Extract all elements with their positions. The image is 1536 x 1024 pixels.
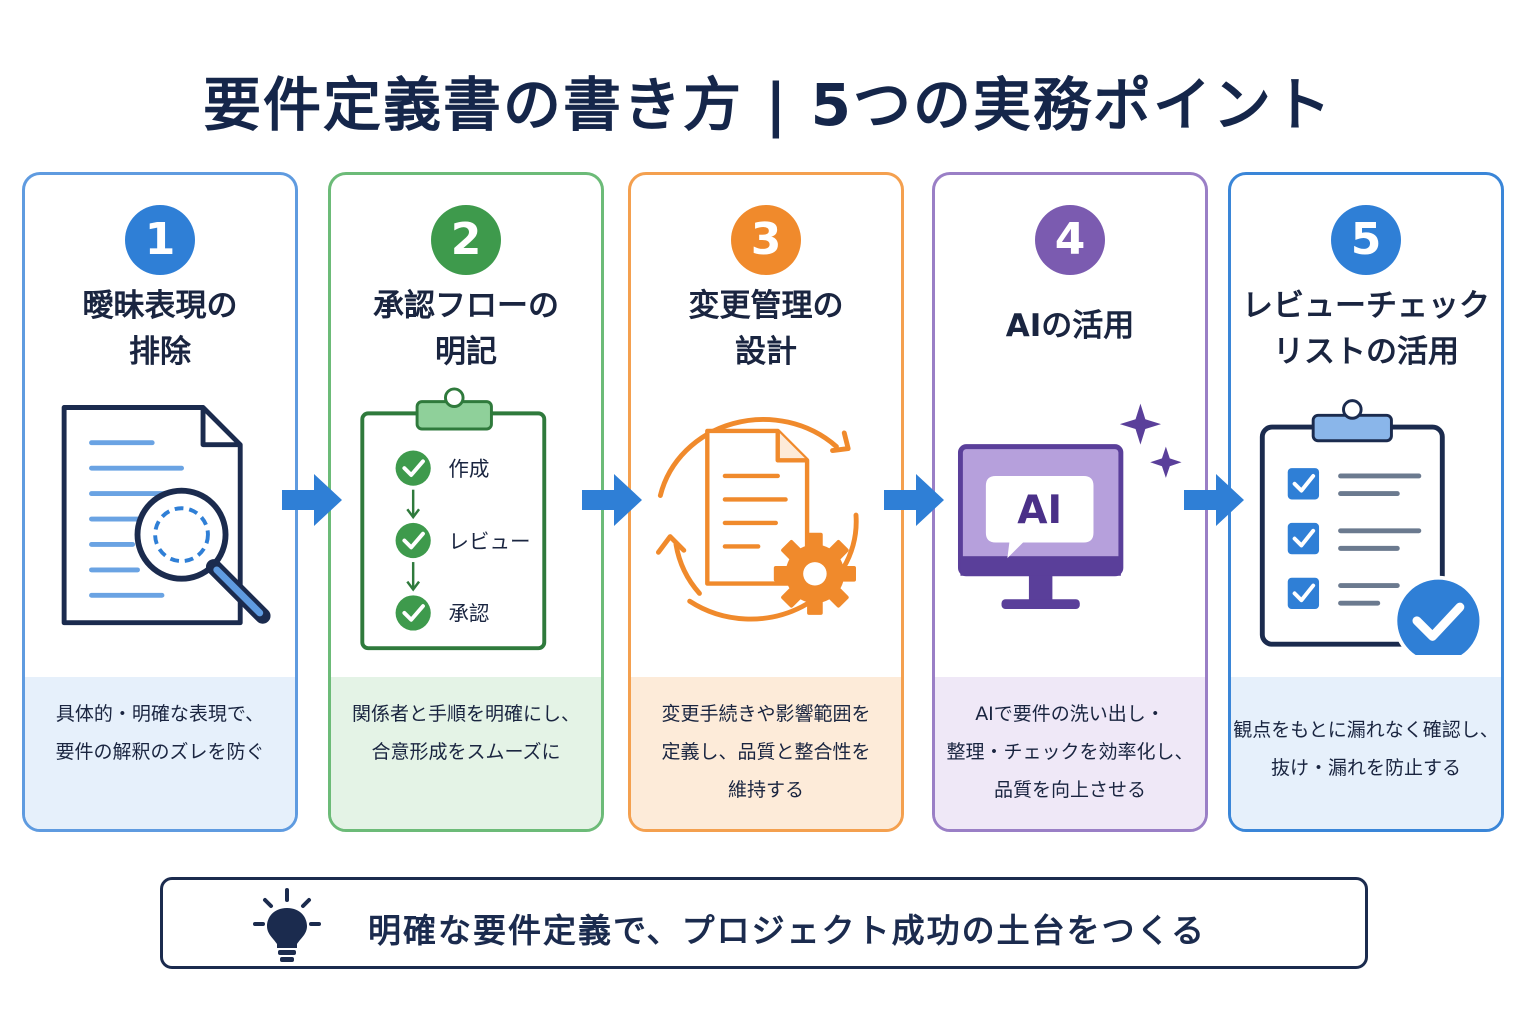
step-number-5: 5 (1331, 205, 1401, 275)
page-title: 要件定義書の書き方 | 5つの実務ポイント (203, 71, 1333, 139)
card-desc-3: 変更手続きや影響範囲を定義し、品質と整合性を維持する (631, 677, 901, 829)
card-title-5: レビューチェックリストの活用 (1242, 288, 1490, 370)
flow-arrow-2 (582, 474, 642, 526)
flow-arrow-1 (282, 474, 342, 526)
card-2: 2 承認フローの明記 作成 レビュー 承認 関係者と手順を明確にし、合意形成をス… (328, 172, 604, 832)
clipboard-flow-icon: 作成 レビュー 承認 (360, 387, 547, 651)
step-number-1: 1 (125, 205, 195, 275)
footer-message: 明確な要件定義で、プロジェクト成功の土台をつくる (368, 911, 1207, 950)
card-desc-5: 観点をもとに漏れなく確認し、抜け・漏れを防止する (1231, 677, 1501, 829)
document-magnifier-icon (61, 405, 271, 626)
step-number-2: 2 (431, 205, 501, 275)
card-title-2: 承認フローの明記 (373, 288, 559, 370)
card-title-1: 曖昧表現の排除 (82, 288, 238, 370)
flow-arrow-3 (884, 474, 944, 526)
lightbulb-icon (253, 888, 321, 962)
change-cycle-icon (655, 417, 859, 622)
card-desc-2: 関係者と手順を明確にし、合意形成をスムーズに (331, 677, 601, 829)
card-3: 3 変更管理の設計 (628, 172, 904, 832)
card-4: 4 AIの活用 AI AIで要件の洗い出し・整理・チェックを効率化し、品質を向上… (932, 172, 1208, 832)
card-1: 1 曖昧表現の排除 具体的・明確な表現で、要件の解釈のズレを防ぐ (22, 172, 298, 832)
card-desc-4: AIで要件の洗い出し・整理・チェックを効率化し、品質を向上させる (935, 677, 1205, 829)
card-title-3: 変更管理の設計 (688, 288, 844, 370)
card-desc-1: 具体的・明確な表現で、要件の解釈のズレを防ぐ (25, 677, 295, 829)
checklist-icon (1259, 399, 1484, 655)
card-title-4: AIの活用 (1005, 308, 1135, 344)
footer-banner: 明確な要件定義で、プロジェクト成功の土台をつくる (160, 877, 1368, 969)
flow-step-3: 承認 (448, 602, 489, 626)
flow-step-2: レビュー (448, 529, 530, 553)
ai-monitor-icon: AI (957, 403, 1182, 610)
ai-label: AI (1017, 488, 1062, 533)
step-number-3: 3 (731, 205, 801, 275)
flow-step-1: 作成 (448, 457, 489, 481)
step-number-4: 4 (1035, 205, 1105, 275)
flow-arrow-4 (1184, 474, 1244, 526)
card-5: 5 レビューチェックリストの活用 観点をもとに漏れなく確認し、抜け・漏れを防止す… (1228, 172, 1504, 832)
